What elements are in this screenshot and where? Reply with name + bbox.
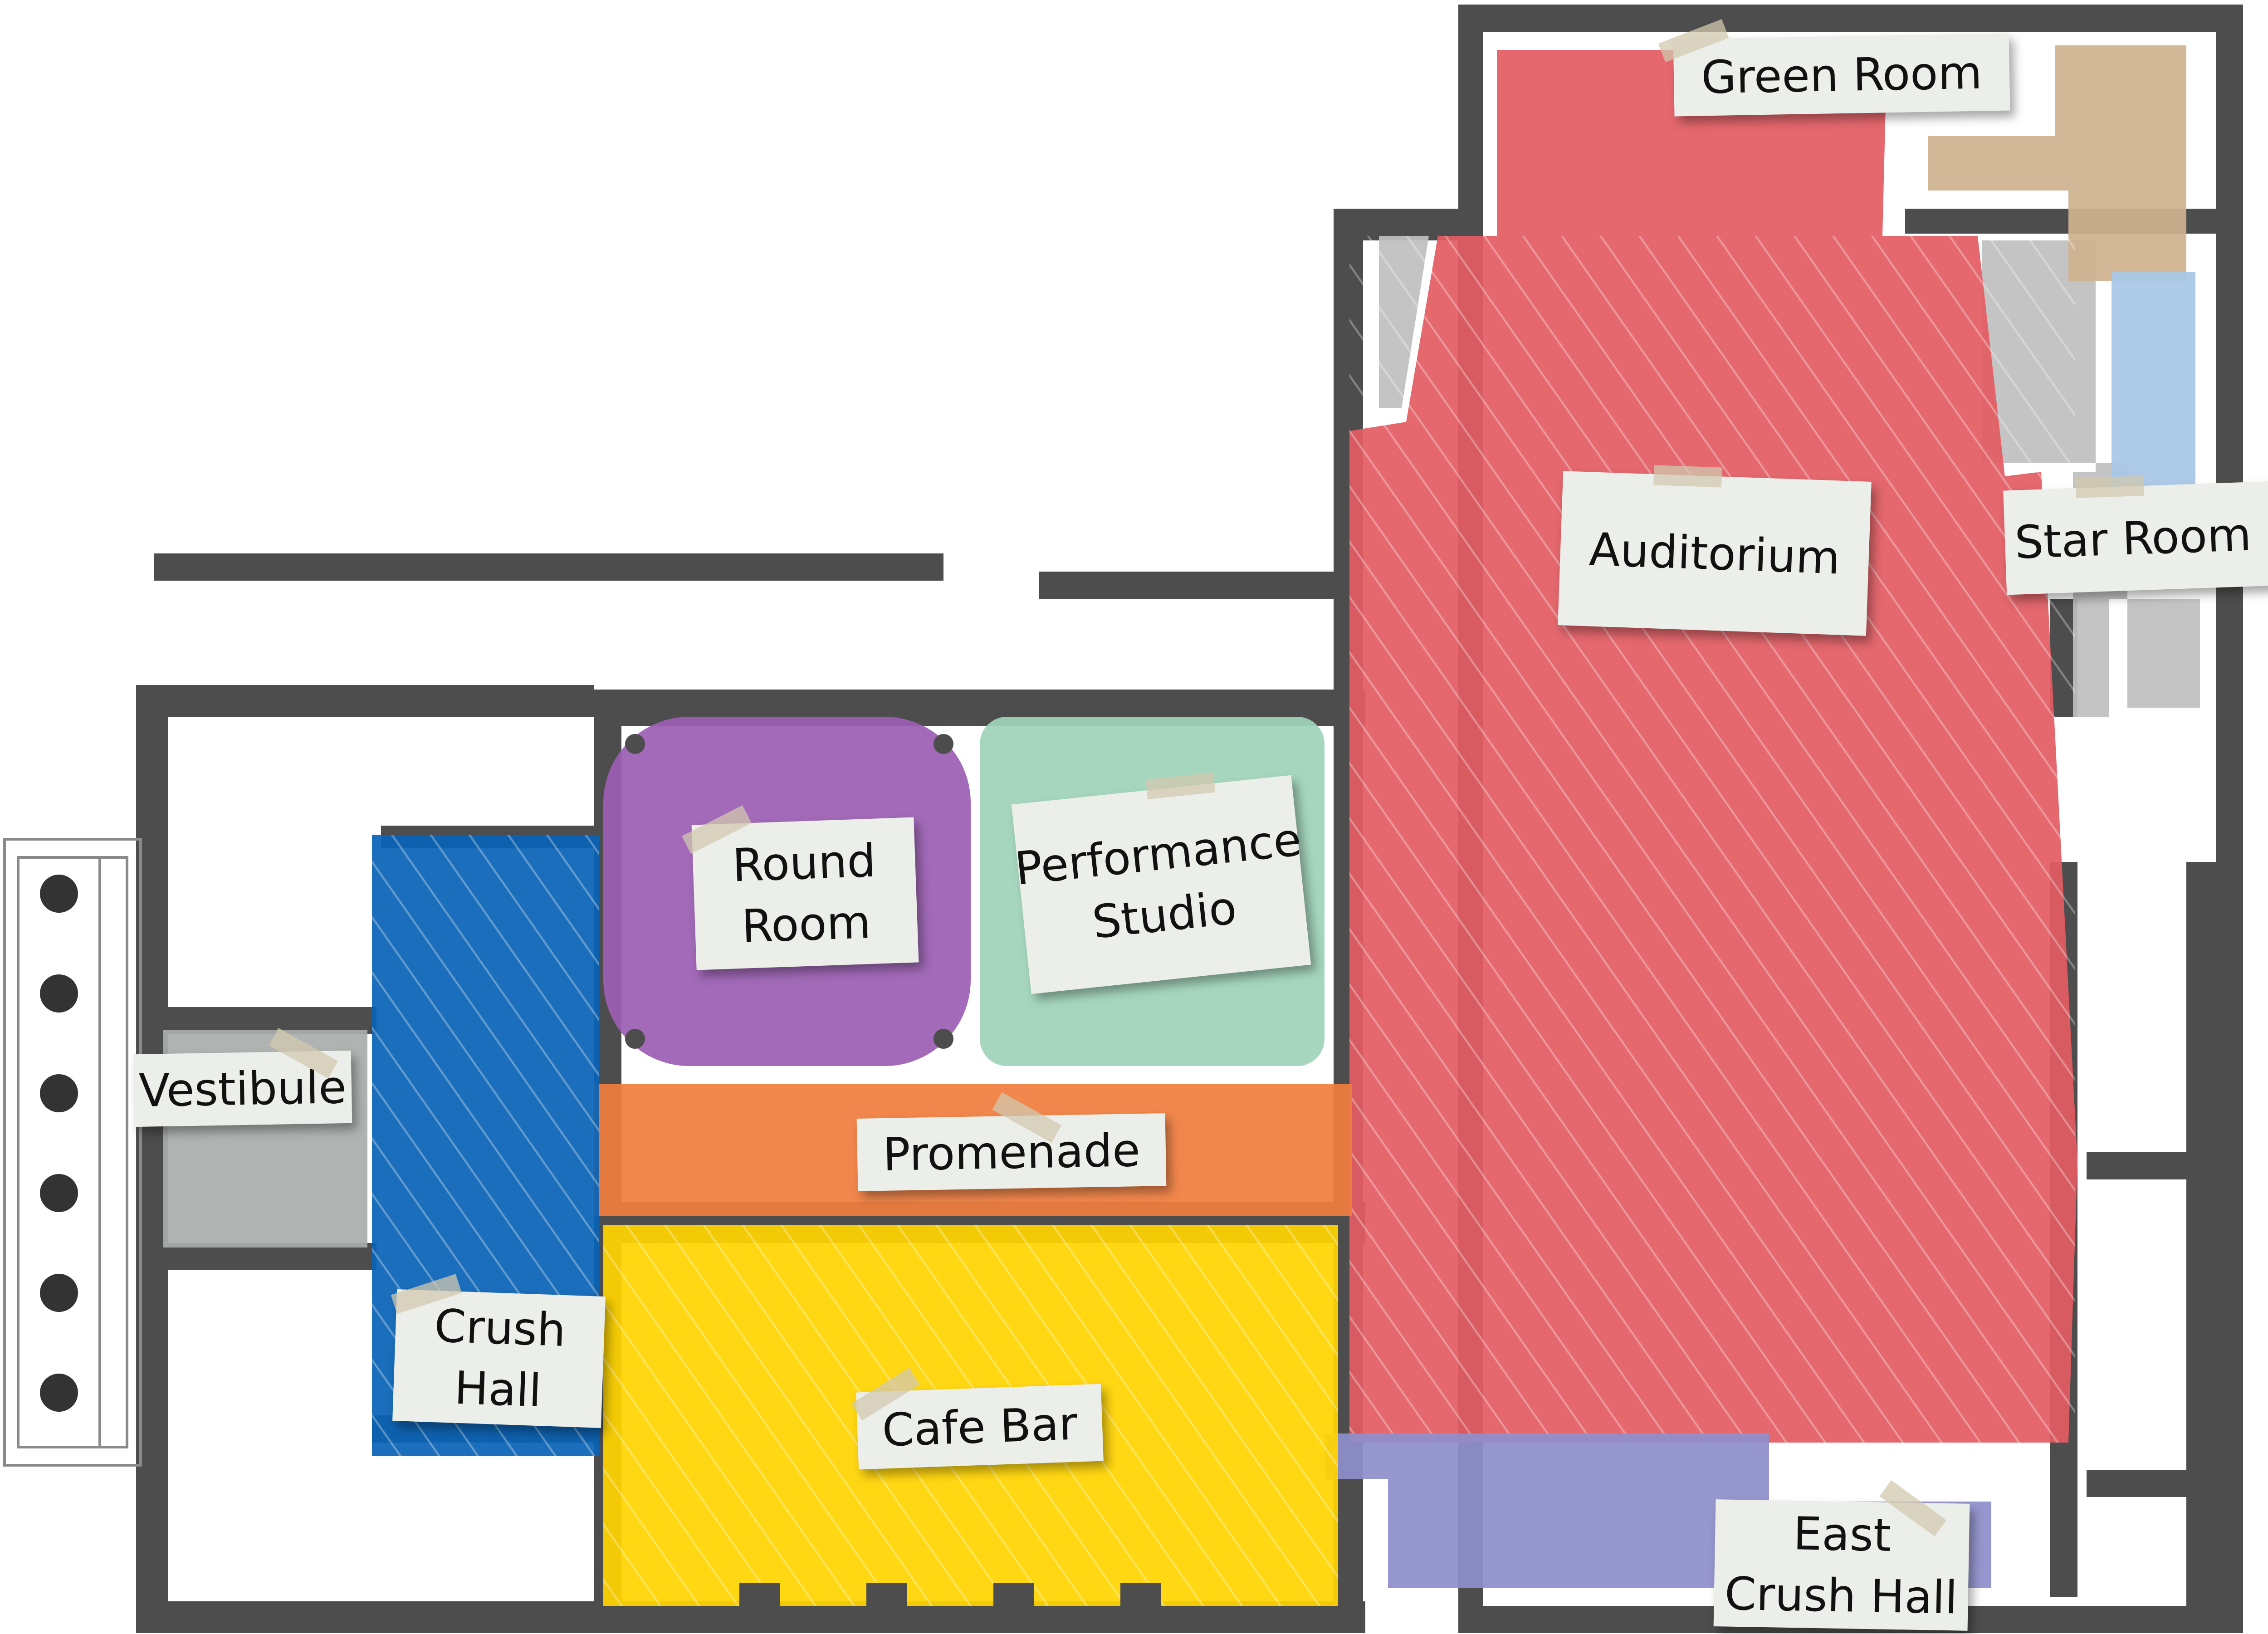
room-tan (1928, 45, 2186, 281)
label-promenade: Promenade (856, 1092, 1167, 1191)
label-cafe-bar: Cafe Bar (851, 1367, 1104, 1470)
label-star-room-1: Star Room 1 (2003, 475, 2268, 595)
label-text: Green Room (1701, 46, 1983, 104)
label-auditorium: Auditorium (1558, 465, 1872, 636)
label-text: Promenade (882, 1123, 1141, 1181)
label-text: Cafe Bar (881, 1397, 1079, 1457)
tape (1653, 465, 1722, 488)
cafe-bar-piers (739, 1583, 1161, 1615)
label-text: Auditorium (1588, 522, 1841, 585)
room-star-room-1 (2112, 272, 2195, 499)
label-text: Crush Hall (433, 1299, 567, 1418)
label-crush-hall: Crush Hall (391, 1274, 606, 1428)
label-text: Star Room 1 (2014, 506, 2268, 569)
round-room-columns (625, 734, 953, 1049)
label-text: Round Room (731, 834, 877, 953)
portico (3, 838, 142, 1467)
hatch-auditorium (1349, 236, 2075, 1443)
label-text: Performance Studio (1012, 812, 1304, 949)
label-green-room: Green Room (1658, 19, 2010, 117)
label-east-crush-hall: East Crush Hall (1713, 1480, 1970, 1631)
tape (2075, 475, 2144, 498)
label-vestibule: Vestibule (133, 1028, 352, 1127)
label-round-room: Round Room (682, 805, 919, 970)
label-performance-studio: Performance Studio (1011, 772, 1311, 994)
